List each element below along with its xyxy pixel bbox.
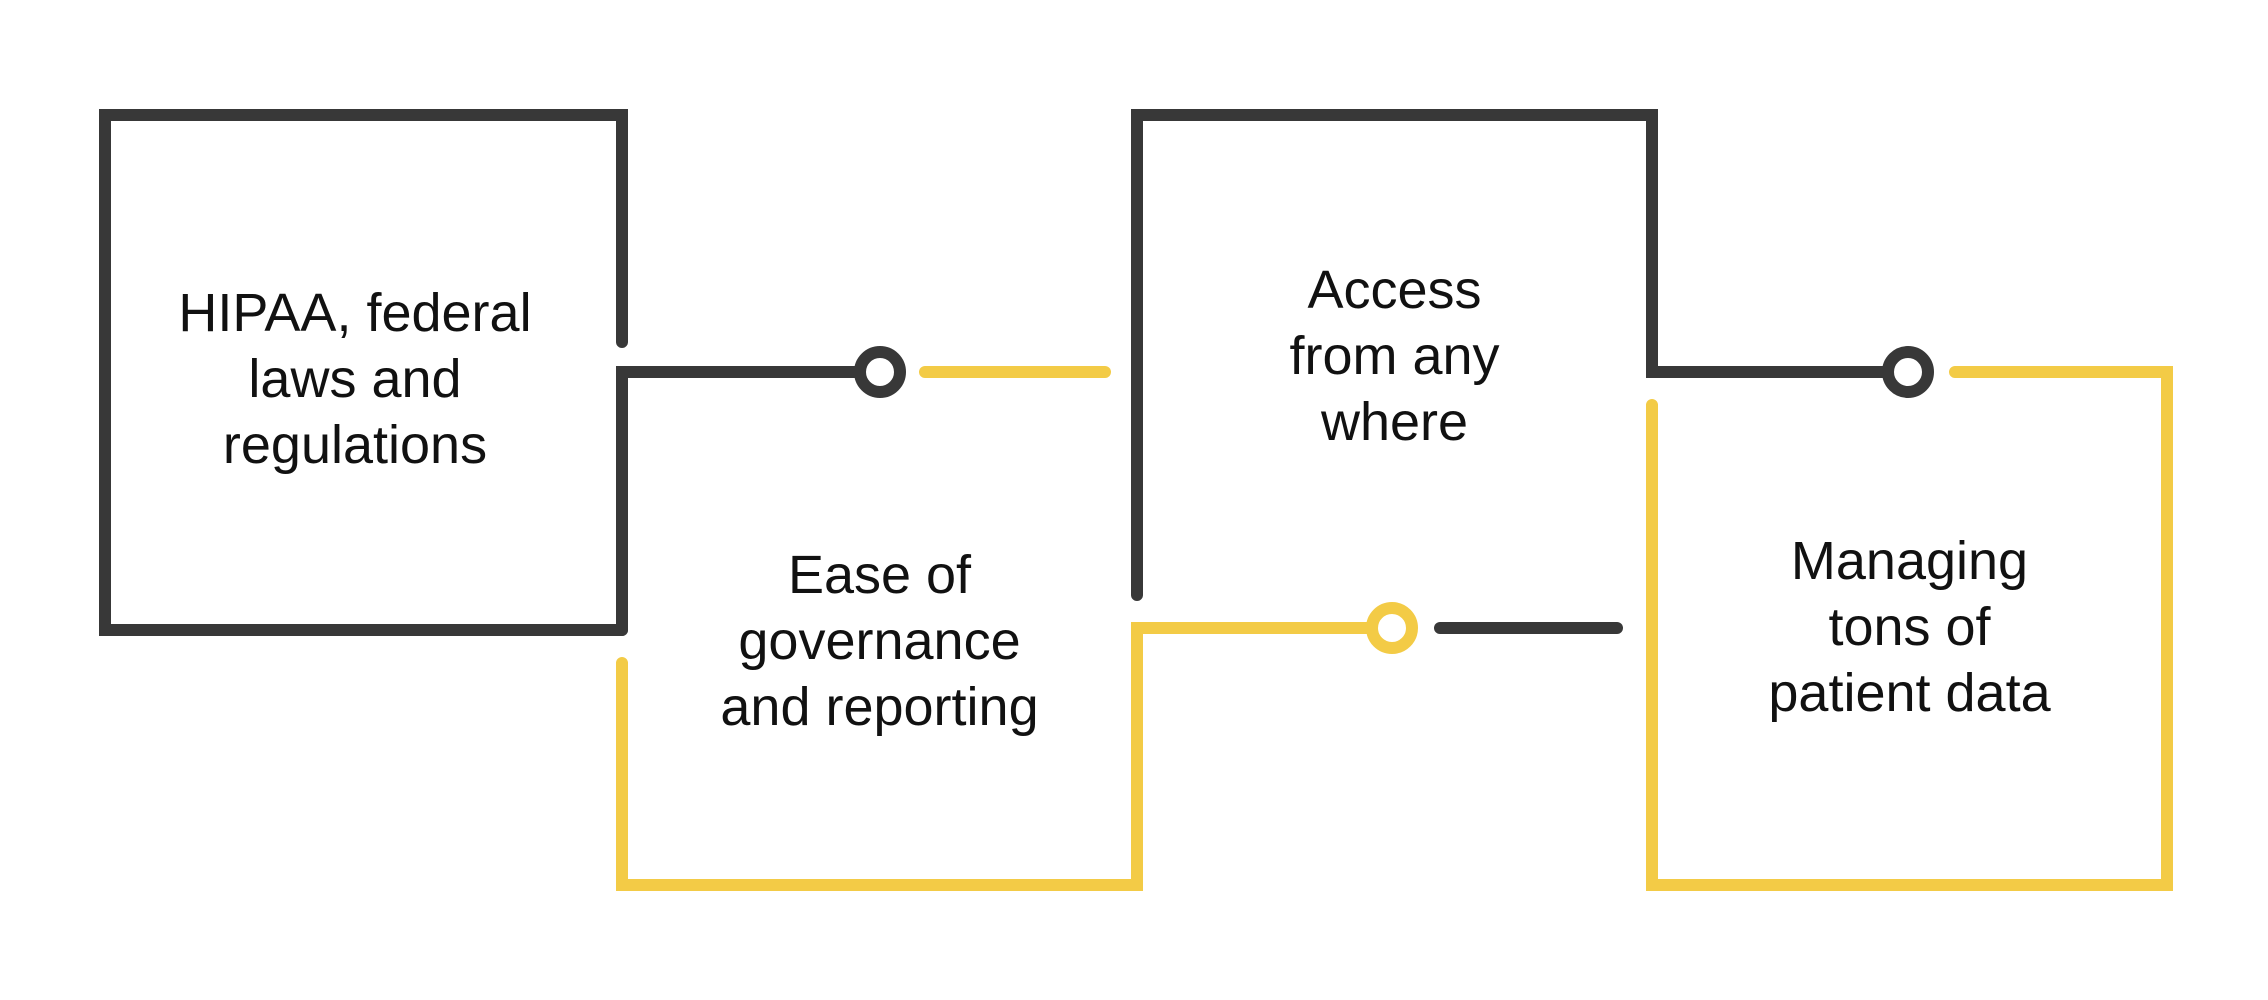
step-label-hipaa: HIPAA, federal laws and regulations <box>105 280 605 478</box>
connector-node-2 <box>1366 602 1418 654</box>
connector-node-1 <box>854 346 906 398</box>
step-label-line: and reporting <box>720 677 1039 737</box>
step-label-patient-data: Managing tons of patient data <box>1652 528 2167 726</box>
step-label-line: HIPAA, federal <box>178 283 532 343</box>
step-label-line: laws and <box>248 349 462 409</box>
step-label-line: governance <box>738 611 1021 671</box>
box-access-outline <box>1131 109 1894 601</box>
box-patient-data-outline <box>1646 366 2173 891</box>
step-label-governance: Ease of governance and reporting <box>622 542 1137 740</box>
step-label-line: from any <box>1289 326 1500 386</box>
step-label-line: regulations <box>222 415 488 475</box>
step-label-access: Access from any where <box>1137 257 1652 455</box>
step-label-line: where <box>1320 392 1469 452</box>
step-label-line: Managing <box>1790 531 2029 591</box>
box-hipaa-outline <box>99 109 628 636</box>
step-label-line: Access <box>1307 260 1482 320</box>
step-label-line: Ease of <box>787 545 972 605</box>
step-label-line: patient data <box>1768 663 2051 723</box>
step-label-line: tons of <box>1828 597 1991 657</box>
connector-node-3 <box>1882 346 1934 398</box>
box-governance-outline <box>616 622 1378 891</box>
connector-hipaa-to-node <box>616 366 866 636</box>
